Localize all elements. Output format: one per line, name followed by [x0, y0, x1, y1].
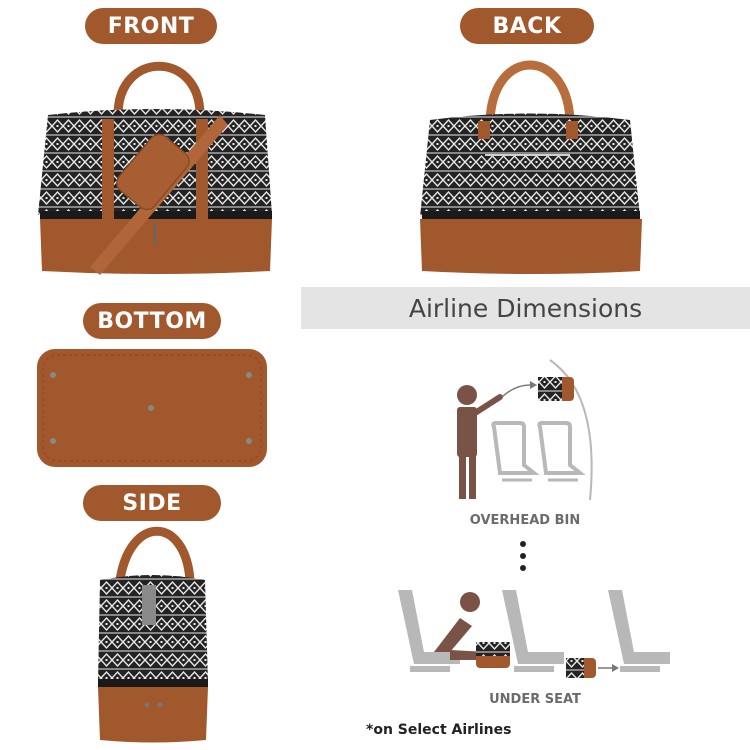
front-label: FRONT [85, 8, 217, 44]
side-label: SIDE [83, 485, 221, 521]
bottom-bag-photo [37, 349, 267, 467]
separator-dots [520, 541, 526, 571]
back-bag-photo [420, 60, 642, 274]
side-bag-photo [98, 526, 208, 743]
airline-dimensions-banner: Airline Dimensions [301, 287, 750, 329]
overhead-bin-caption: OVERHEAD BIN [469, 513, 581, 528]
front-bag-photo [38, 61, 272, 275]
overhead-bin-illustration [457, 359, 593, 501]
bottom-label: BOTTOM [83, 303, 221, 339]
airlines-footnote: *on Select Airlines [366, 722, 512, 738]
under-seat-illustration [398, 590, 670, 678]
under-seat-caption: UNDER SEAT [489, 692, 581, 707]
back-label: BACK [460, 8, 594, 44]
